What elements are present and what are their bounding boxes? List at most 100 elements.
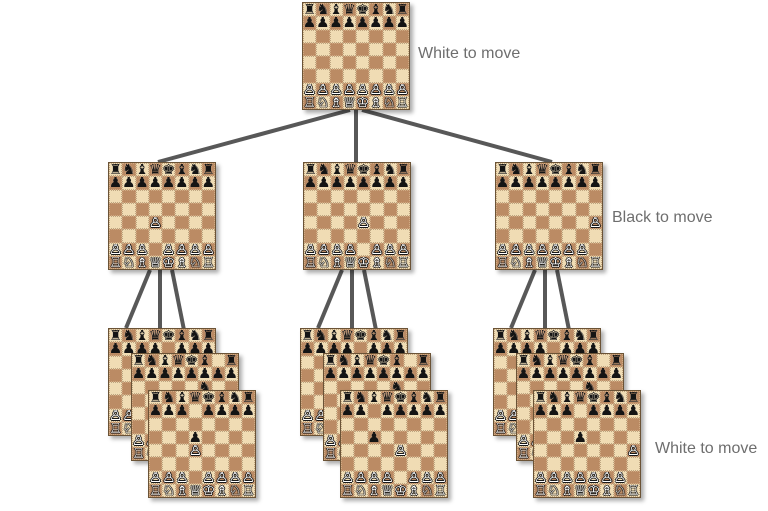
- chess-piece[interactable]: ♟: [145, 367, 159, 381]
- chess-piece[interactable]: ♙: [407, 470, 421, 484]
- square[interactable]: [517, 420, 531, 434]
- square[interactable]: [407, 417, 421, 431]
- chess-piece[interactable]: ♟: [494, 342, 508, 356]
- square[interactable]: ♜: [109, 329, 123, 343]
- chess-piece[interactable]: ♗: [560, 483, 574, 497]
- square[interactable]: [547, 457, 561, 471]
- square[interactable]: [549, 229, 563, 243]
- square[interactable]: ♔: [549, 255, 563, 269]
- chess-piece[interactable]: ♟: [122, 176, 136, 190]
- chess-piece[interactable]: ♟: [535, 176, 549, 190]
- chess-piece[interactable]: ♙: [149, 470, 163, 484]
- square[interactable]: [420, 457, 434, 471]
- chess-piece[interactable]: ♟: [304, 176, 318, 190]
- square[interactable]: ♟: [383, 176, 397, 190]
- chess-piece[interactable]: ♟: [520, 342, 534, 356]
- chess-piece[interactable]: ♟: [343, 176, 357, 190]
- square[interactable]: [534, 417, 548, 431]
- chess-piece[interactable]: ♟: [188, 342, 202, 356]
- chess-piece[interactable]: ♟: [586, 342, 600, 356]
- square[interactable]: ♛: [342, 3, 356, 17]
- square[interactable]: ♝: [215, 391, 229, 405]
- chess-piece[interactable]: ♟: [600, 404, 614, 418]
- chess-piece[interactable]: ♜: [609, 354, 623, 368]
- square[interactable]: ♜: [149, 391, 163, 405]
- chess-piece[interactable]: ♟: [316, 16, 330, 30]
- square[interactable]: ♜: [201, 163, 215, 177]
- square[interactable]: [496, 202, 510, 216]
- square[interactable]: ♗: [600, 483, 614, 497]
- chess-piece[interactable]: ♟: [382, 16, 396, 30]
- square[interactable]: [304, 189, 318, 203]
- chess-piece[interactable]: ♙: [560, 470, 574, 484]
- square[interactable]: [588, 242, 602, 256]
- chess-piece[interactable]: ♙: [496, 242, 510, 256]
- square[interactable]: [394, 457, 408, 471]
- square[interactable]: ♚: [354, 329, 368, 343]
- chess-piece[interactable]: ♞: [530, 354, 544, 368]
- square[interactable]: [301, 382, 315, 396]
- square[interactable]: ♙: [122, 242, 136, 256]
- square[interactable]: [369, 56, 383, 70]
- square[interactable]: ♟: [211, 367, 225, 381]
- chess-piece[interactable]: ♟: [543, 367, 557, 381]
- square[interactable]: ♟: [369, 16, 383, 30]
- square[interactable]: ♟: [380, 404, 394, 418]
- square[interactable]: ♞: [188, 329, 202, 343]
- square[interactable]: ♝: [327, 329, 341, 343]
- square[interactable]: [132, 393, 146, 407]
- square[interactable]: ♜: [393, 329, 407, 343]
- chess-piece[interactable]: ♚: [357, 163, 371, 177]
- chess-piece[interactable]: ♖: [626, 483, 640, 497]
- square[interactable]: [341, 457, 355, 471]
- square[interactable]: ♝: [370, 163, 384, 177]
- square[interactable]: ♟: [228, 404, 242, 418]
- square[interactable]: [382, 69, 396, 83]
- square[interactable]: ♜: [494, 329, 508, 343]
- square[interactable]: ♟: [201, 176, 215, 190]
- square[interactable]: [342, 69, 356, 83]
- chess-piece[interactable]: ♙: [547, 470, 561, 484]
- chess-piece[interactable]: ♟: [588, 176, 602, 190]
- chess-piece[interactable]: ♙: [380, 470, 394, 484]
- chess-piece[interactable]: ♖: [396, 255, 410, 269]
- chess-piece[interactable]: ♙: [241, 470, 255, 484]
- square[interactable]: ♞: [380, 329, 394, 343]
- square[interactable]: ♟: [304, 176, 318, 190]
- square[interactable]: [149, 430, 163, 444]
- square[interactable]: ♚: [357, 163, 371, 177]
- square[interactable]: [356, 42, 370, 56]
- chess-piece[interactable]: ♔: [587, 483, 601, 497]
- square[interactable]: ♞: [228, 391, 242, 405]
- square[interactable]: ♝: [135, 163, 149, 177]
- chess-piece[interactable]: ♟: [188, 430, 202, 444]
- square[interactable]: ♘: [354, 483, 368, 497]
- square[interactable]: [201, 189, 215, 203]
- square[interactable]: ♟: [162, 176, 176, 190]
- square[interactable]: ♖: [149, 483, 163, 497]
- chess-piece[interactable]: ♞: [316, 3, 330, 17]
- chess-piece[interactable]: ♘: [314, 421, 328, 435]
- square[interactable]: [588, 202, 602, 216]
- square[interactable]: ♟: [507, 342, 521, 356]
- square[interactable]: [367, 404, 381, 418]
- chess-piece[interactable]: ♝: [369, 3, 383, 17]
- chess-piece[interactable]: ♙: [301, 408, 315, 422]
- chess-piece[interactable]: ♟: [407, 404, 421, 418]
- chess-piece[interactable]: ♙: [201, 242, 215, 256]
- square[interactable]: ♜: [224, 354, 238, 368]
- square[interactable]: [354, 444, 368, 458]
- chess-piece[interactable]: ♜: [303, 3, 317, 17]
- square[interactable]: ♟: [609, 367, 623, 381]
- square[interactable]: [330, 216, 344, 230]
- square[interactable]: [301, 395, 315, 409]
- square[interactable]: [403, 354, 417, 368]
- chess-piece[interactable]: ♟: [560, 404, 574, 418]
- square[interactable]: [626, 417, 640, 431]
- square[interactable]: [370, 189, 384, 203]
- square[interactable]: ♙: [317, 242, 331, 256]
- square[interactable]: [324, 420, 338, 434]
- square[interactable]: [356, 69, 370, 83]
- square[interactable]: [329, 29, 343, 43]
- square[interactable]: [201, 216, 215, 230]
